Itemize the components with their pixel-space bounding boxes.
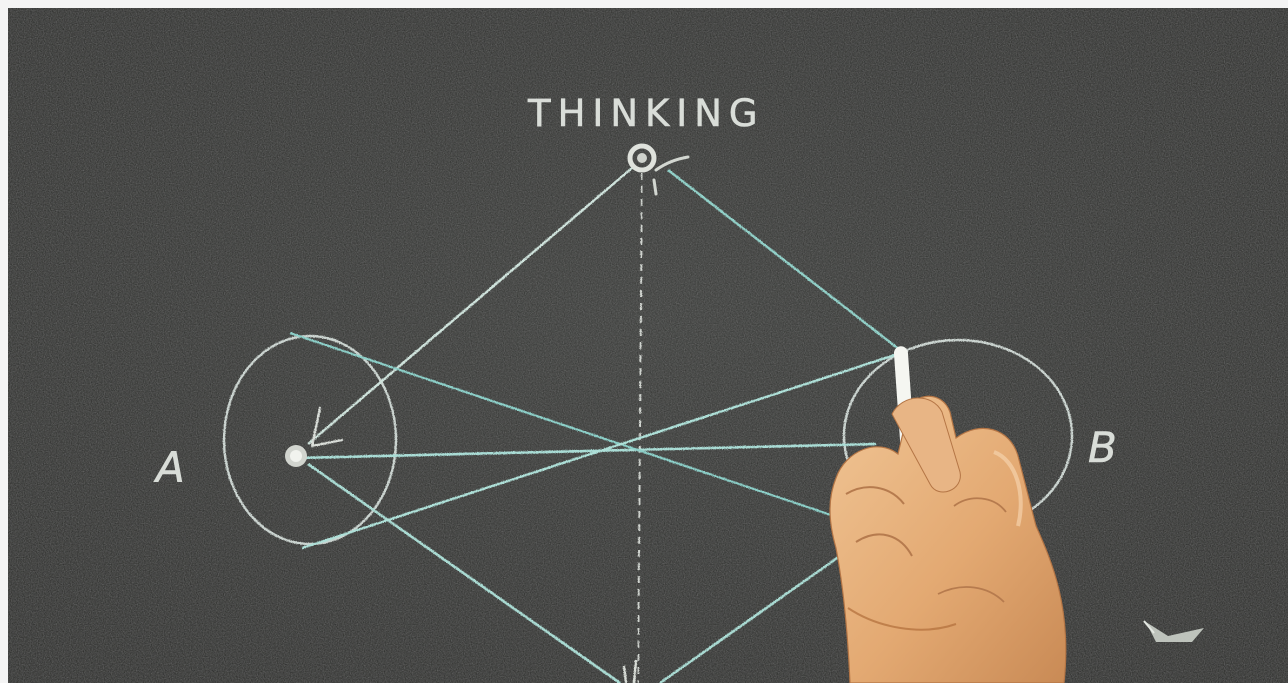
label-a: A bbox=[153, 443, 185, 492]
chalkboard: THINKING bbox=[8, 8, 1288, 683]
chalk-diagram: THINKING bbox=[8, 8, 1288, 683]
label-b: B bbox=[1088, 423, 1117, 472]
point-a bbox=[285, 445, 307, 467]
board-title: THINKING bbox=[527, 92, 765, 135]
